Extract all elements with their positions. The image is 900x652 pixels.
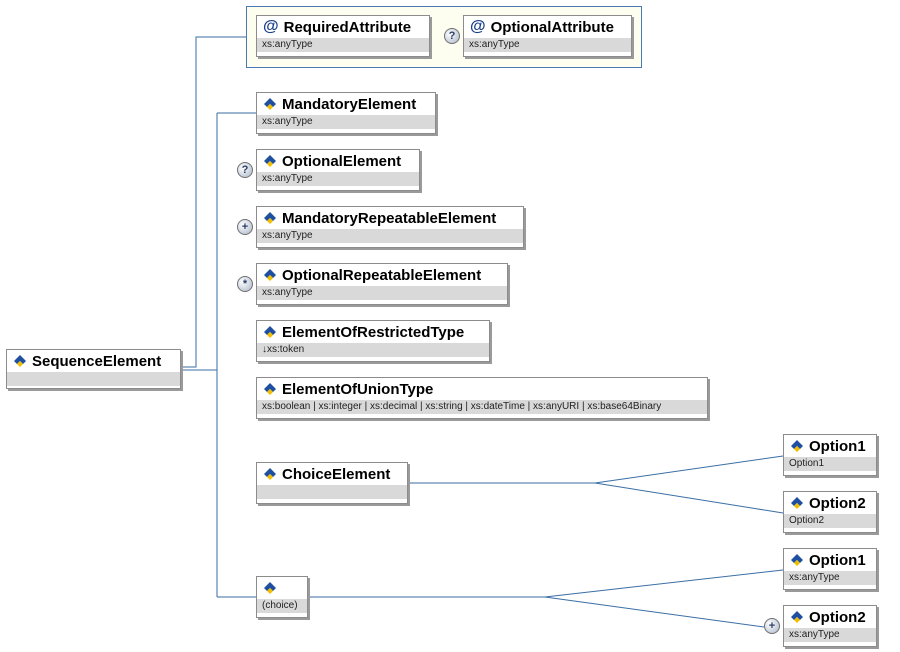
- element-diamond-icon: [14, 355, 26, 367]
- element-diamond-icon: [264, 269, 276, 281]
- repeatable-star-icon: *: [237, 276, 253, 292]
- element-diamond-icon: [264, 155, 276, 167]
- element-name: MandatoryElement: [282, 95, 417, 113]
- element-node-union-type[interactable]: ElementOfUnionType xs:boolean | xs:integ…: [256, 377, 708, 419]
- option-type: xs:anyType: [784, 571, 876, 585]
- root-element-node[interactable]: SequenceElement: [6, 349, 181, 389]
- element-name: ElementOfUnionType: [282, 380, 434, 398]
- attribute-type: xs:anyType: [257, 38, 429, 52]
- element-name: OptionalElement: [282, 152, 402, 170]
- choice-option-2[interactable]: Option2 xs:anyType: [783, 605, 877, 647]
- element-type: xs:anyType: [257, 172, 419, 186]
- element-diamond-icon: [264, 212, 276, 224]
- option-name: Option1: [809, 437, 866, 455]
- element-node-mandatory-repeatable[interactable]: MandatoryRepeatableElement xs:anyType: [256, 206, 524, 248]
- element-diamond-icon: [264, 468, 276, 480]
- repeatable-plus-icon: +: [237, 219, 253, 235]
- element-node-mandatory[interactable]: MandatoryElement xs:anyType: [256, 92, 436, 134]
- attribute-optional[interactable]: @ OptionalAttribute xs:anyType: [463, 15, 632, 57]
- attribute-at-icon: @: [470, 18, 486, 35]
- option-type: Option1: [784, 457, 876, 471]
- element-diamond-icon: [264, 326, 276, 338]
- option-name: Option2: [809, 608, 866, 626]
- element-name: OptionalRepeatableElement: [282, 266, 482, 284]
- element-name: MandatoryRepeatableElement: [282, 209, 497, 227]
- optional-question-icon: ?: [237, 162, 253, 178]
- element-type: ↓xs:token: [257, 343, 489, 357]
- element-diamond-icon: [791, 440, 803, 452]
- attribute-at-icon: @: [263, 18, 279, 35]
- root-type-bar: [7, 372, 180, 386]
- attribute-name: OptionalAttribute: [490, 18, 614, 36]
- option-type: xs:anyType: [784, 628, 876, 642]
- option-name: Option1: [809, 551, 866, 569]
- element-type: xs:anyType: [257, 286, 507, 300]
- option-type: Option2: [784, 514, 876, 528]
- element-diamond-icon: [791, 554, 803, 566]
- option-name: Option2: [809, 494, 866, 512]
- element-diamond-icon: [264, 383, 276, 395]
- element-name: ChoiceElement: [282, 465, 391, 483]
- choice-compositor-node[interactable]: (choice): [256, 576, 308, 618]
- choice-element-option-2[interactable]: Option2 Option2: [783, 491, 877, 533]
- root-element-name: SequenceElement: [32, 352, 162, 370]
- choice-element-option-1[interactable]: Option1 Option1: [783, 434, 877, 476]
- attribute-required[interactable]: @ RequiredAttribute xs:anyType: [256, 15, 430, 57]
- element-node-optional-repeatable[interactable]: OptionalRepeatableElement xs:anyType: [256, 263, 508, 305]
- element-type: xs:anyType: [257, 229, 523, 243]
- choice-label: (choice): [257, 599, 307, 613]
- choice-option-1[interactable]: Option1 xs:anyType: [783, 548, 877, 590]
- element-node-optional[interactable]: OptionalElement xs:anyType: [256, 149, 420, 191]
- element-diamond-icon: [791, 611, 803, 623]
- element-diamond-icon: [791, 497, 803, 509]
- element-diamond-icon: [264, 98, 276, 110]
- optional-question-icon: ?: [444, 28, 460, 44]
- element-node-choice[interactable]: ChoiceElement: [256, 462, 408, 504]
- element-type: xs:boolean | xs:integer | xs:decimal | x…: [257, 400, 707, 414]
- element-node-restricted-type[interactable]: ElementOfRestrictedType ↓xs:token: [256, 320, 490, 362]
- repeatable-plus-icon: +: [764, 618, 780, 634]
- attribute-type: xs:anyType: [464, 38, 631, 52]
- element-type: [257, 485, 407, 499]
- element-type: xs:anyType: [257, 115, 435, 129]
- attribute-name: RequiredAttribute: [283, 18, 412, 36]
- element-name: ElementOfRestrictedType: [282, 323, 465, 341]
- element-diamond-icon: [264, 582, 276, 594]
